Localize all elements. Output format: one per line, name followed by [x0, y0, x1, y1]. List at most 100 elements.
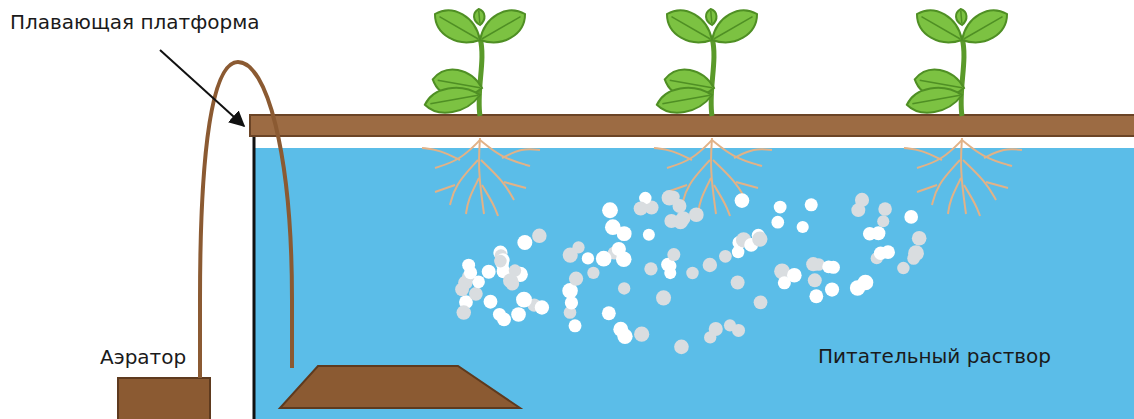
air-bubble	[825, 282, 839, 296]
root	[734, 149, 772, 158]
air-bubble	[673, 199, 687, 213]
leader-arrow	[160, 50, 244, 126]
air-bubble	[569, 319, 582, 332]
plant	[423, 2, 532, 116]
air-bubble	[855, 193, 869, 207]
root	[986, 182, 1008, 188]
air-bubble	[771, 216, 784, 229]
air-bubble	[596, 251, 612, 267]
root	[435, 185, 455, 192]
air-bubble	[612, 242, 626, 256]
leaf	[955, 2, 1014, 51]
air-bubble	[634, 327, 649, 342]
root	[466, 178, 479, 214]
root	[450, 160, 478, 205]
air-bubble	[689, 207, 704, 222]
air-bubble	[806, 257, 820, 271]
air-bubble	[805, 198, 818, 211]
root	[962, 140, 1012, 166]
air-bubble	[897, 262, 909, 274]
leaf	[423, 83, 482, 116]
root	[481, 160, 514, 200]
air-bubble	[704, 331, 716, 343]
stem	[711, 38, 714, 116]
air-bubble	[850, 280, 865, 295]
air-bubble	[874, 247, 887, 260]
air-bubble	[569, 272, 583, 286]
platform-label: Плавающая платформа	[10, 10, 260, 34]
air-bubble	[754, 295, 768, 309]
air-bubble	[667, 248, 680, 261]
leaf-vein	[714, 17, 753, 39]
air-bubble	[731, 276, 745, 290]
air-bubble	[602, 202, 618, 218]
leaf	[905, 83, 964, 116]
air-bubble	[517, 235, 532, 250]
leaf-vein	[921, 17, 960, 39]
leaf	[473, 9, 485, 26]
air-tube	[200, 62, 292, 378]
root	[932, 160, 960, 205]
aerator-box	[118, 378, 210, 419]
root	[904, 148, 942, 160]
root	[917, 185, 937, 192]
tank-wall	[253, 134, 256, 419]
air-bubble	[587, 267, 599, 279]
floating-platform	[250, 115, 1134, 136]
air-bubble	[732, 246, 745, 259]
air-bubble	[673, 214, 688, 229]
root	[654, 148, 692, 160]
air-bubble	[703, 258, 717, 272]
leaf	[655, 83, 714, 116]
stem	[961, 38, 964, 116]
air-bubble	[752, 231, 767, 246]
air-bubble	[863, 227, 877, 241]
leaf-vein	[964, 17, 1003, 39]
air-bubble	[735, 193, 750, 208]
root	[482, 185, 498, 216]
air-bubble	[511, 307, 526, 322]
air-bubble	[908, 245, 924, 261]
leaf-vein	[482, 17, 521, 39]
leaf-vein	[920, 80, 962, 87]
leaf	[910, 2, 969, 51]
air-bubble	[664, 267, 676, 279]
leaf-vein	[479, 11, 480, 23]
air-bubble	[904, 210, 918, 224]
air-bubble	[535, 300, 549, 314]
nutrient-solution	[254, 148, 1134, 419]
root	[964, 185, 980, 216]
air-bubble	[582, 252, 594, 264]
air-bubble	[674, 340, 689, 355]
air-bubble	[497, 313, 511, 327]
plant	[905, 2, 1014, 116]
air-bubble	[809, 289, 823, 303]
leaf	[705, 2, 764, 51]
root	[682, 160, 710, 205]
air-bubble	[469, 287, 483, 301]
root	[480, 140, 530, 166]
air-bubble	[797, 221, 809, 233]
leaf	[660, 2, 719, 51]
air-bubble	[494, 255, 507, 268]
air-bubble	[719, 250, 732, 263]
air-bubble	[462, 259, 475, 272]
air-bubble	[644, 262, 657, 275]
air-bubble	[787, 268, 802, 283]
air-bubble	[877, 215, 889, 227]
plant	[655, 2, 764, 116]
root	[479, 138, 484, 214]
air-bubble	[503, 273, 518, 288]
root	[422, 148, 460, 160]
air-bubble	[457, 305, 471, 319]
air-bubble	[617, 329, 632, 344]
leaf-vein	[671, 17, 710, 39]
air-bubble	[482, 265, 496, 279]
stem	[479, 38, 482, 116]
air-bubble	[455, 282, 469, 296]
leaf	[473, 2, 532, 51]
air-bubble	[656, 290, 671, 305]
root	[714, 185, 730, 216]
root	[504, 182, 526, 188]
